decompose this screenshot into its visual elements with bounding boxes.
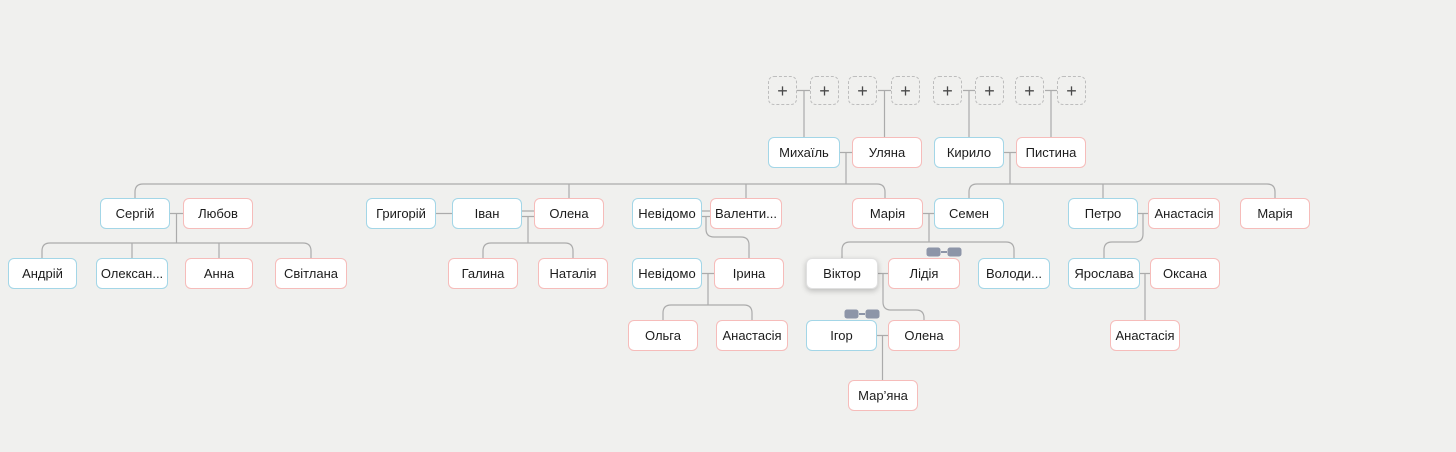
plus-icon: + [984,80,995,101]
person-node[interactable]: Уляна [852,137,922,168]
add-person-button[interactable]: + [810,76,839,105]
person-node[interactable]: Олена [534,198,604,229]
person-node[interactable]: Ірина [714,258,784,289]
plus-icon: + [900,80,911,101]
plus-icon: + [777,80,788,101]
person-node[interactable]: Семен [934,198,1004,229]
add-person-button[interactable]: + [933,76,962,105]
person-node[interactable]: Невідомо [632,258,702,289]
person-node[interactable]: Ігор [806,320,877,351]
person-node[interactable]: Анастасія [1148,198,1220,229]
person-node[interactable]: Андрій [8,258,77,289]
plus-icon: + [857,80,868,101]
add-person-button[interactable]: + [1057,76,1086,105]
plus-icon: + [1024,80,1035,101]
person-node[interactable]: Лідія [888,258,960,289]
person-node[interactable]: Марія [1240,198,1310,229]
person-node[interactable]: Наталія [538,258,608,289]
person-node[interactable]: Михаїль [768,137,840,168]
person-node[interactable]: Галина [448,258,518,289]
person-node[interactable]: Ольга [628,320,698,351]
person-node[interactable]: Мар’яна [848,380,918,411]
person-node[interactable]: Ярослава [1068,258,1140,289]
add-person-button[interactable]: + [768,76,797,105]
person-node[interactable]: Валенти... [710,198,782,229]
person-node[interactable]: Невідомо [632,198,702,229]
person-node[interactable]: Сергій [100,198,170,229]
person-node[interactable]: Олена [888,320,960,351]
person-node[interactable]: Петро [1068,198,1138,229]
plus-icon: + [1066,80,1077,101]
couple-link-icon[interactable] [844,309,880,319]
person-node[interactable]: Світлана [275,258,347,289]
add-person-button[interactable]: + [848,76,877,105]
person-node[interactable]: Володи... [978,258,1050,289]
person-node[interactable]: Анастасія [1110,320,1180,351]
person-node[interactable]: Марія [852,198,923,229]
add-person-button[interactable]: + [1015,76,1044,105]
person-node[interactable]: Кирило [934,137,1004,168]
add-person-button[interactable]: + [975,76,1004,105]
person-node[interactable]: Пистина [1016,137,1086,168]
person-node[interactable]: Іван [452,198,522,229]
plus-icon: + [942,80,953,101]
person-node[interactable]: Анна [185,258,253,289]
couple-link-icon[interactable] [926,247,962,257]
person-node[interactable]: Анастасія [716,320,788,351]
person-node[interactable]: Оксана [1150,258,1220,289]
person-node[interactable]: Олексан... [96,258,168,289]
plus-icon: + [819,80,830,101]
person-node[interactable]: Любов [183,198,253,229]
add-person-button[interactable]: + [891,76,920,105]
person-node[interactable]: Григорій [366,198,436,229]
person-node[interactable]: Віктор [806,258,878,289]
